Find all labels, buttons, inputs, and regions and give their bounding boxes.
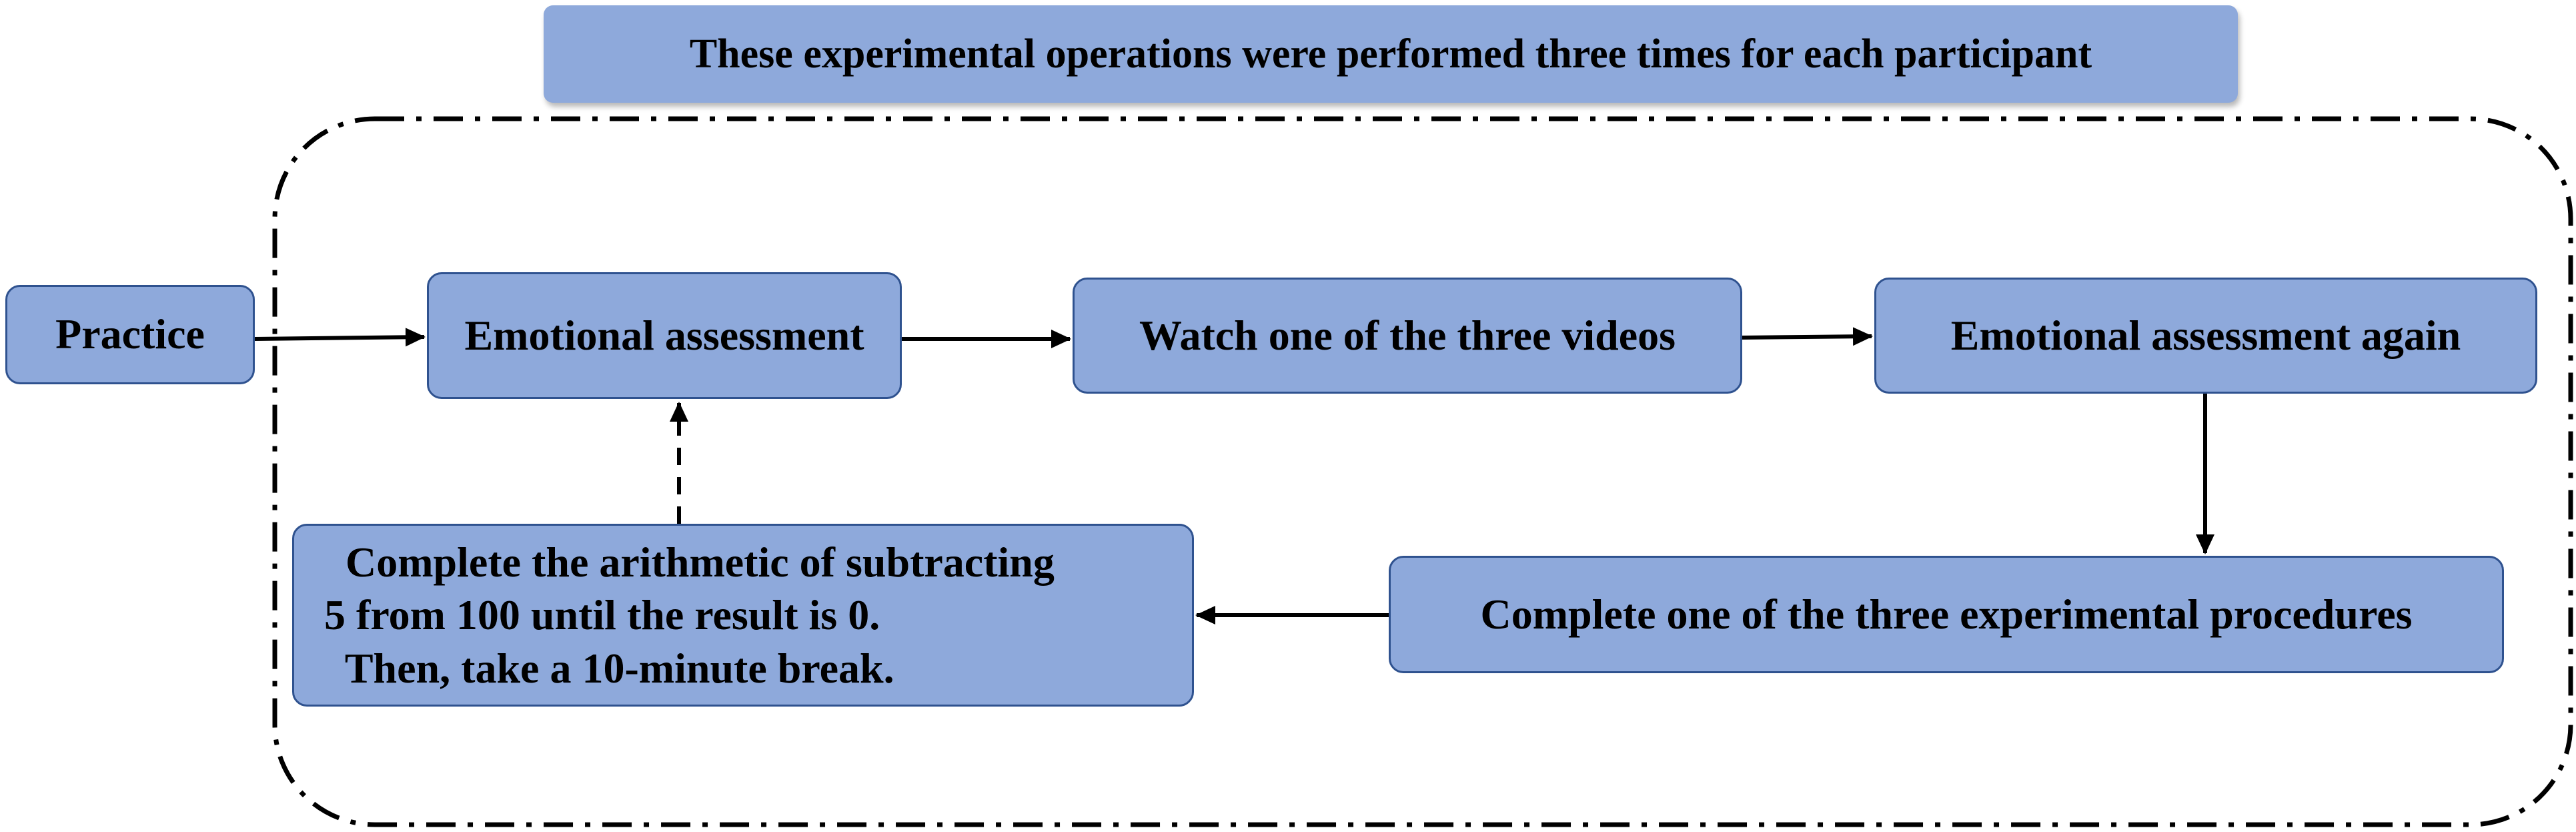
experimental-procedures-label: Complete one of the three experimental p… bbox=[1480, 590, 2413, 638]
arithmetic-line-2: 5 from 100 until the result is 0. bbox=[324, 591, 880, 639]
arithmetic-line-1: Complete the arithmetic of subtracting bbox=[324, 538, 1055, 586]
emotional-assessment-label: Emotional assessment bbox=[464, 311, 864, 359]
watch-video-node: Watch one of the three videos bbox=[1073, 278, 1742, 394]
repeat-note-text: These experimental operations were perfo… bbox=[689, 31, 2092, 77]
practice-label: Practice bbox=[55, 310, 205, 358]
repeat-loop-boundary bbox=[272, 116, 2573, 827]
emotional-assessment-node: Emotional assessment bbox=[427, 272, 902, 399]
arithmetic-line-3: Then, take a 10-minute break. bbox=[324, 644, 894, 692]
experimental-procedures-node: Complete one of the three experimental p… bbox=[1389, 556, 2504, 673]
emotional-assessment-again-node: Emotional assessment again bbox=[1874, 278, 2537, 394]
arrow-watch-video-to-emotional-assessment-again bbox=[1742, 327, 1873, 346]
practice-node: Practice bbox=[5, 285, 255, 384]
repeat-note-box: These experimental operations were perfo… bbox=[544, 5, 2238, 103]
watch-video-label: Watch one of the three videos bbox=[1139, 311, 1676, 359]
arithmetic-break-node: Complete the arithmetic of subtracting 5… bbox=[292, 524, 1194, 707]
emotional-assessment-again-label: Emotional assessment again bbox=[1950, 311, 2461, 359]
arrow-practice-to-emotional-assessment bbox=[254, 328, 426, 347]
